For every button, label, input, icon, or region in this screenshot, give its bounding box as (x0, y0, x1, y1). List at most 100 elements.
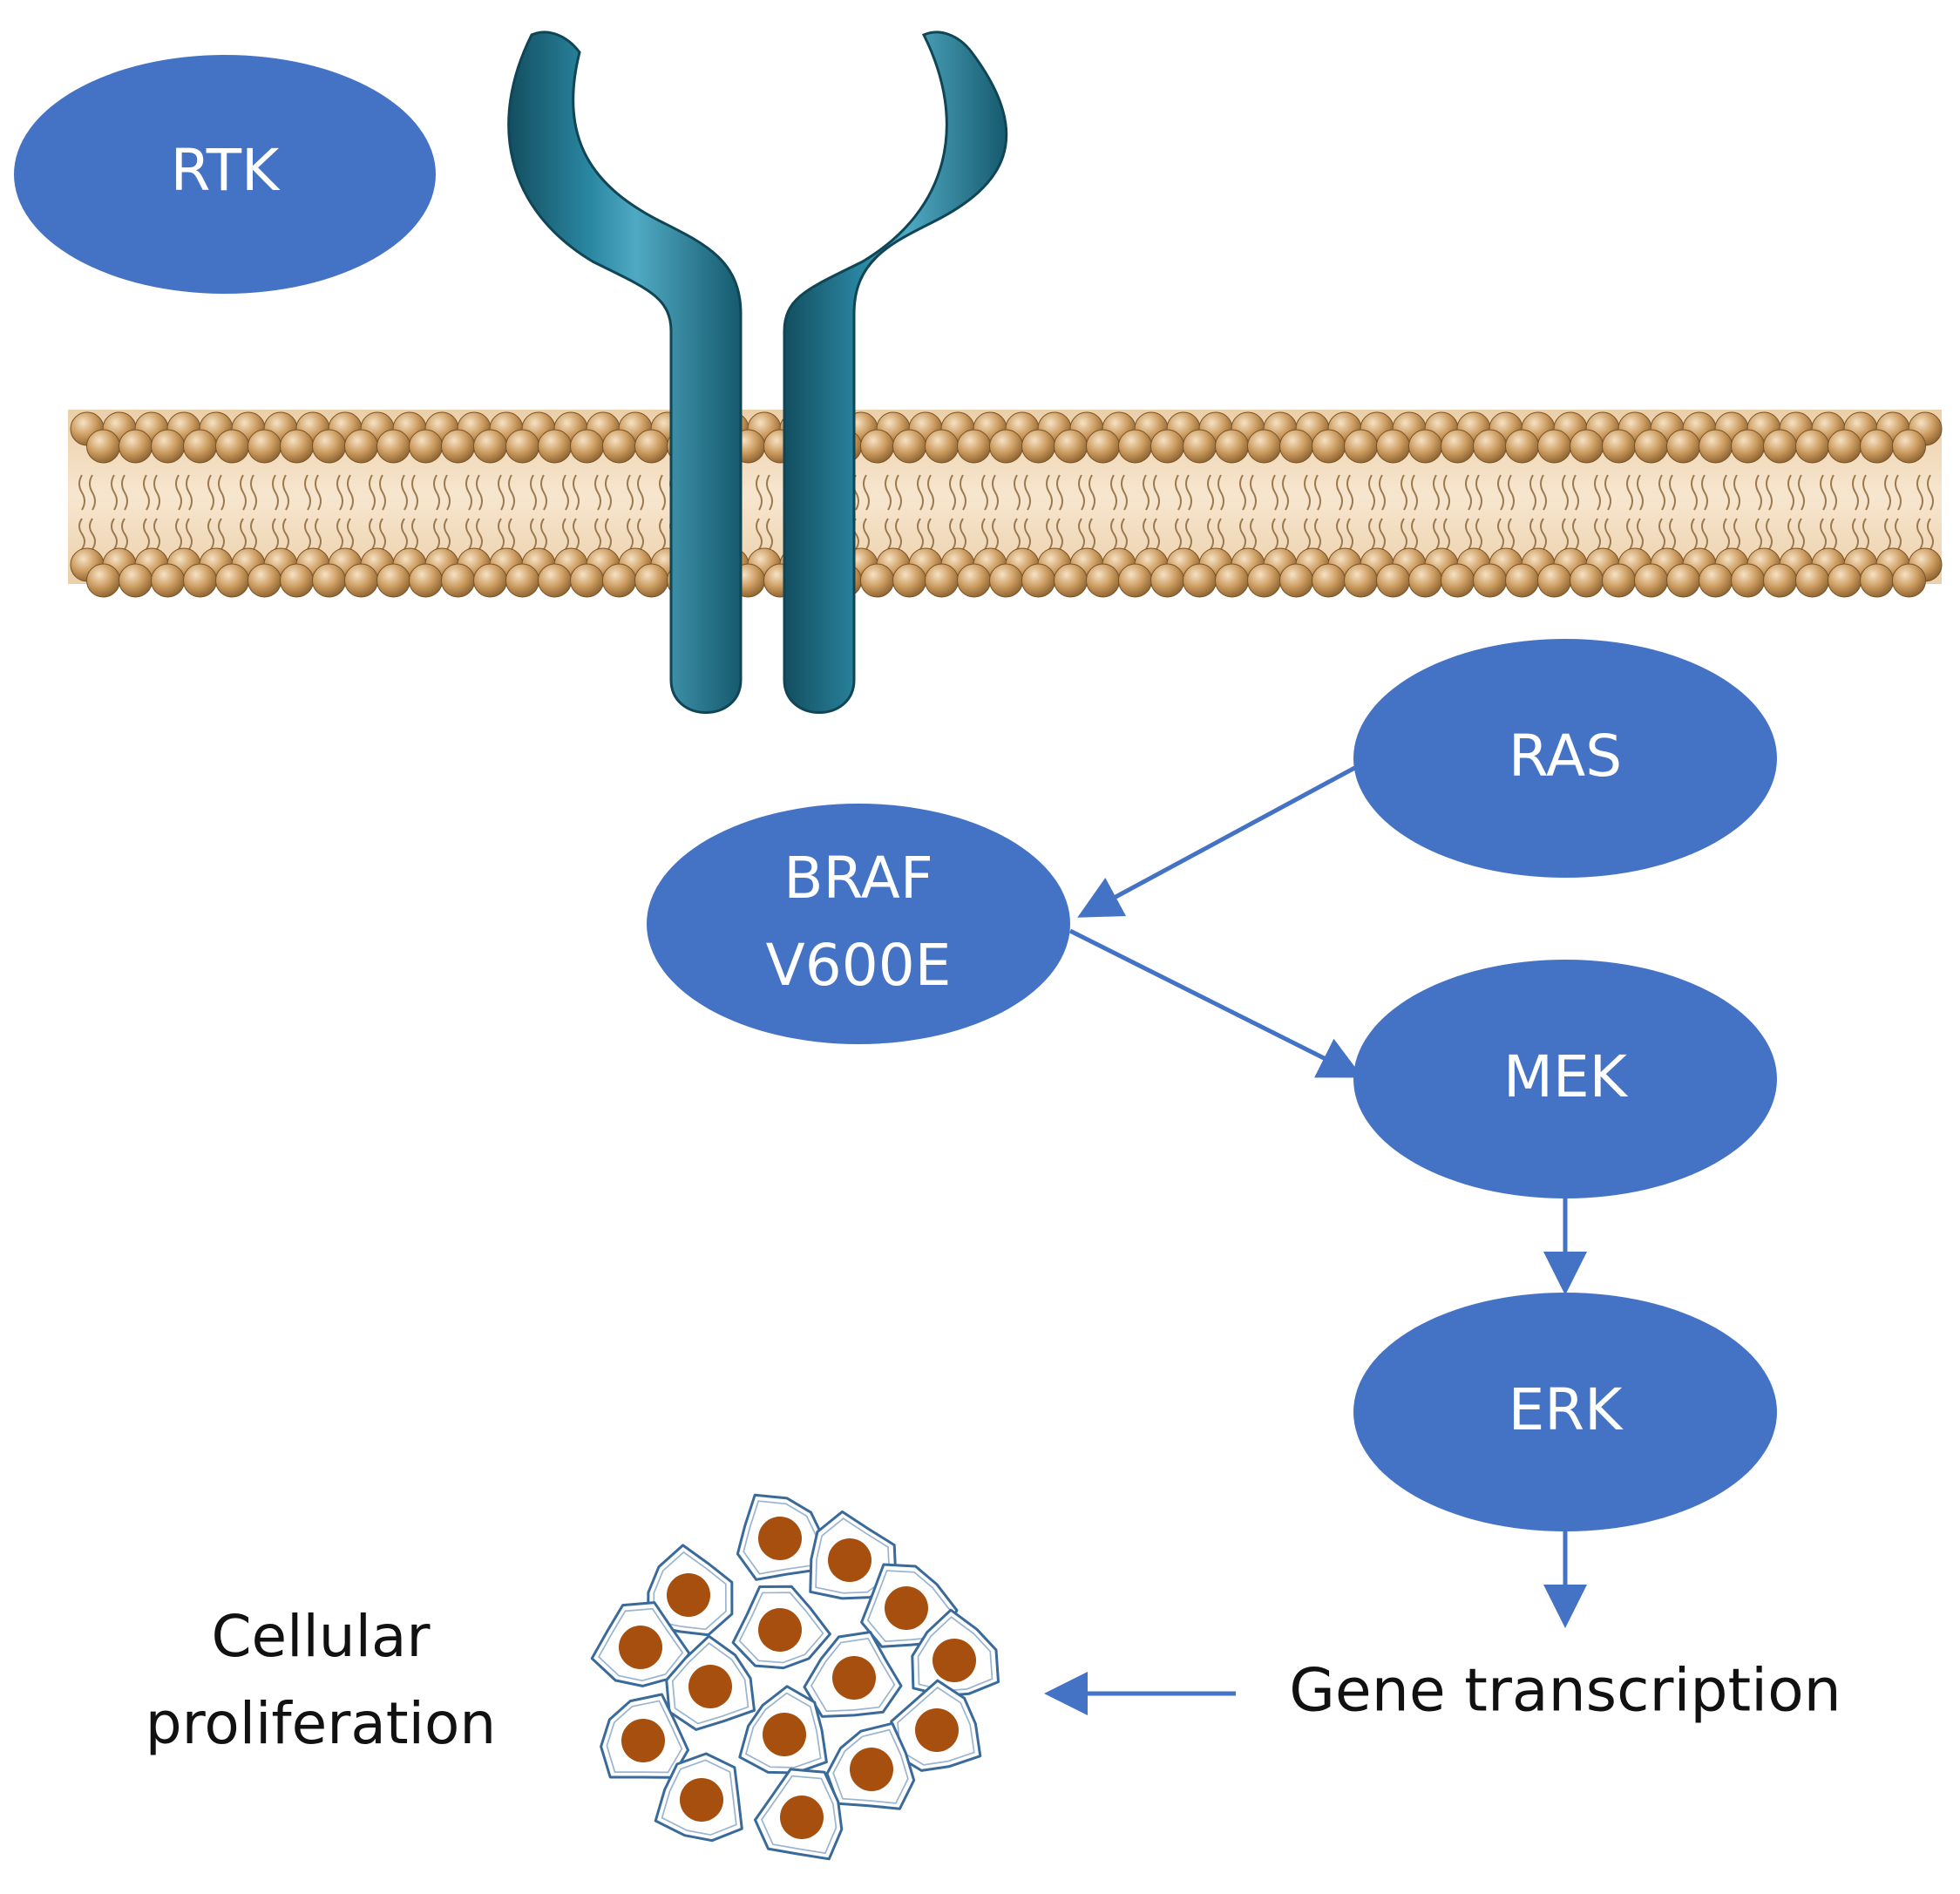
lipid-tail (1153, 518, 1160, 550)
lipid-tail (1626, 518, 1633, 550)
lipid-tail (949, 474, 956, 511)
lipid-tail (1207, 518, 1214, 550)
cell-nucleus (832, 1656, 876, 1700)
lipid-tail (272, 518, 279, 550)
lipid-tail (153, 474, 160, 511)
cell-nucleus (621, 1719, 665, 1762)
lipid-tail (1207, 474, 1214, 511)
lipid-head (119, 429, 153, 464)
lipid-head (441, 563, 475, 598)
cell-inner-outline (744, 1692, 822, 1768)
lipid-head (925, 429, 959, 464)
cell (890, 1679, 982, 1772)
lipid-tail (895, 474, 902, 511)
lipid-head (376, 563, 410, 598)
lipid-head (151, 429, 185, 464)
lipid-tail (1787, 518, 1794, 550)
lipid-tail (1433, 518, 1440, 550)
lipid-tail (1056, 474, 1063, 511)
lipid-head (1473, 429, 1507, 464)
lipid-head (957, 429, 991, 464)
lipid-tail (78, 518, 85, 550)
lipid-tail (1379, 518, 1386, 550)
cellular-proliferation-label-line2: proliferation (146, 1690, 496, 1757)
lipid-tail (143, 474, 150, 511)
lipid-tail (476, 518, 483, 550)
lipid-tail (1669, 518, 1676, 550)
lipid-head (119, 563, 153, 598)
lipid-tail (573, 474, 580, 511)
lipid-tail (659, 474, 666, 511)
lipid-head (1408, 563, 1442, 598)
lipid-tail (282, 518, 289, 550)
lipid-tail (605, 518, 612, 550)
receptor-left-arm (507, 31, 743, 714)
lipid-tail (207, 518, 214, 550)
node-braf-label-line1: BRAF (783, 845, 933, 912)
cell-inner-outline (597, 1607, 684, 1682)
lipid-head (602, 563, 636, 598)
lipid-tail (1175, 518, 1182, 550)
node-braf-label-line2: V600E (766, 932, 952, 999)
lipid-head (538, 429, 572, 464)
lipid-tail (1830, 518, 1837, 550)
lipid-head (1699, 429, 1733, 464)
lipid-head (892, 563, 926, 598)
node-braf-shape (647, 804, 1070, 1044)
lipid-head (344, 429, 378, 464)
lipid-tail (885, 518, 892, 550)
lipid-head (1344, 429, 1378, 464)
lipid-head (1312, 429, 1346, 464)
lipid-head (860, 563, 894, 598)
lipid-tail (1862, 474, 1869, 511)
lipid-tail (1314, 518, 1321, 550)
node-braf: BRAF V600E (647, 804, 1070, 1044)
lipid-tail (766, 518, 773, 550)
lipid-head (312, 563, 346, 598)
lipid-tail (121, 474, 128, 511)
lipid-tail (1143, 518, 1150, 550)
lipid-tail (605, 474, 612, 511)
lipid-tail (1024, 518, 1031, 550)
lipid-tail (411, 518, 418, 550)
lipid-tail (111, 518, 118, 550)
lipid-tail (1282, 518, 1289, 550)
lipid-head (86, 563, 120, 598)
arrow-ras-to-braf (1077, 763, 1361, 918)
lipid-tail (508, 518, 515, 550)
lipid-head (1828, 563, 1862, 598)
lipid-tail (250, 518, 257, 550)
lipid-tail (1852, 474, 1859, 511)
lipid-head (1118, 563, 1152, 598)
lipid-tail (121, 518, 128, 550)
lipid-tail (1217, 518, 1224, 550)
lipid-head (892, 429, 926, 464)
cell-inner-outline (866, 1570, 951, 1642)
lipid-head (1892, 563, 1926, 598)
node-ras-label: RAS (1509, 723, 1622, 790)
cell-nucleus (828, 1538, 871, 1582)
lipid-tail (1497, 474, 1504, 511)
lipid-tail (498, 474, 505, 511)
lipid-head (1602, 563, 1636, 598)
lipid-tail (336, 518, 343, 550)
lipid-tail (240, 518, 247, 550)
lipid-tail (465, 474, 472, 511)
cell-nucleus (619, 1626, 662, 1669)
lipid-head (1344, 563, 1378, 598)
lipid-tail (637, 518, 644, 550)
lipid-tail (1637, 474, 1644, 511)
lipid-tail (992, 474, 999, 511)
lipid-tail (250, 474, 257, 511)
lipid-tail (1701, 474, 1708, 511)
lipid-tail (981, 474, 988, 511)
lipid-head (1376, 429, 1410, 464)
signal-arrows (1044, 763, 1587, 1715)
lipid-tail (627, 474, 634, 511)
lipid-head (1086, 429, 1120, 464)
lipid-tail (1572, 518, 1579, 550)
lipid-tail (885, 474, 892, 511)
lipid-tail (1594, 474, 1601, 511)
lipid-head (280, 429, 314, 464)
